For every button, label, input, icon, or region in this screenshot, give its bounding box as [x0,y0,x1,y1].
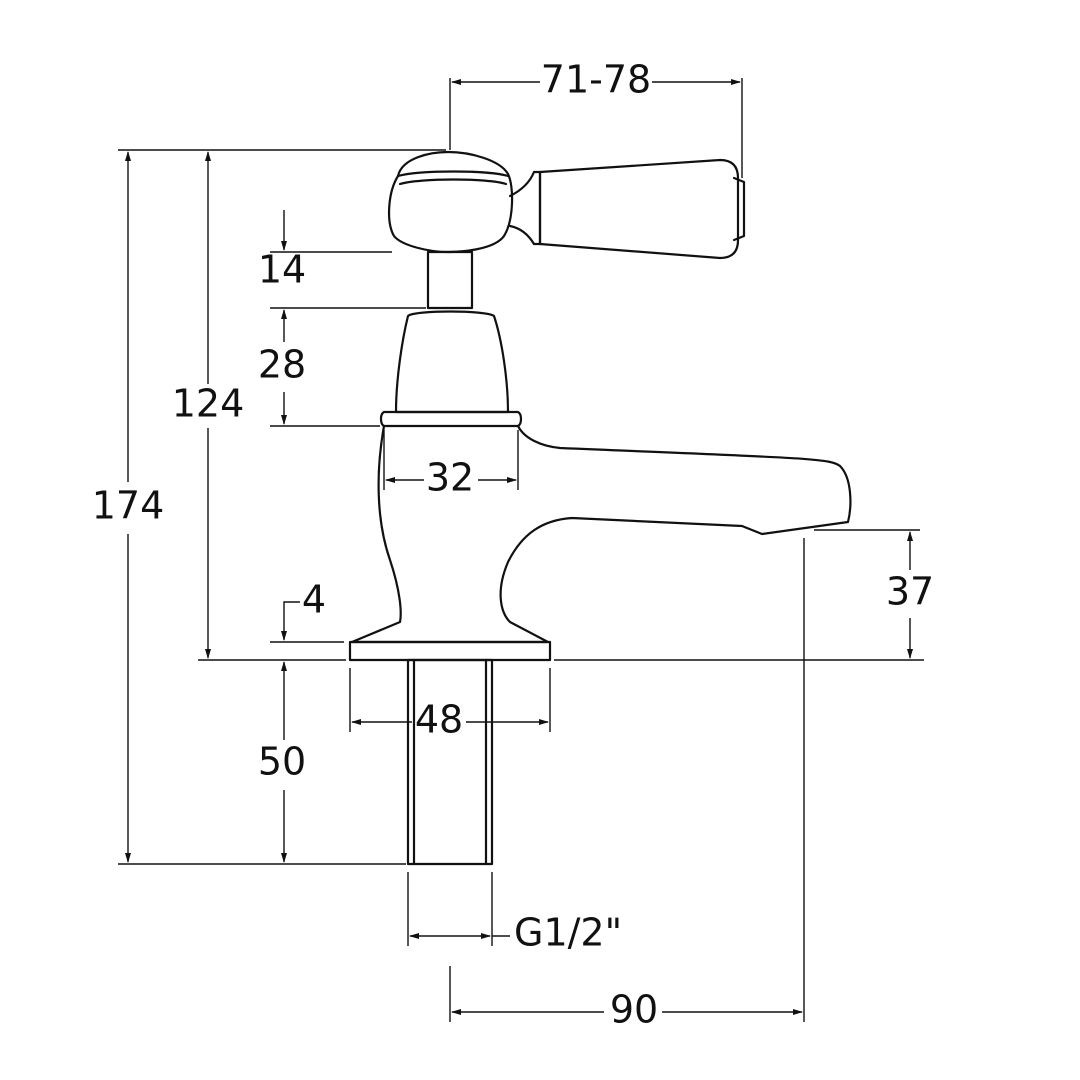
label-headgear-gap: 14 [258,248,306,292]
body-collar [379,410,523,428]
label-body-upper: 28 [258,343,306,387]
handle-ball-band [396,170,510,178]
tap-outline [348,150,852,866]
label-shank-length: 50 [258,740,306,784]
label-body-width: 32 [426,456,474,500]
spindle [426,250,474,310]
lever-handle [538,158,740,260]
lever-neck [508,170,542,246]
label-base-width: 48 [415,698,463,742]
label-base-thickness: 4 [302,578,326,622]
label-overall-height: 174 [92,484,165,528]
handle-ball-band-lower [398,178,508,186]
label-thread-size: G1/2" [514,911,622,955]
dimension-labels: 71-78 174 124 14 28 32 4 48 37 50 G1/2" … [92,58,934,1032]
tap-body-bell [394,310,510,414]
shank [406,658,494,866]
spout-and-body [350,424,852,644]
label-spout-height: 37 [886,570,934,614]
label-height-above-deck: 124 [172,382,245,426]
handle-ball [387,150,514,254]
base-plate [348,640,552,662]
dimension-lines [118,78,924,1022]
lever-end-cap [732,176,746,242]
label-spout-projection: 90 [610,988,658,1032]
label-handle-reach: 71-78 [541,58,651,102]
